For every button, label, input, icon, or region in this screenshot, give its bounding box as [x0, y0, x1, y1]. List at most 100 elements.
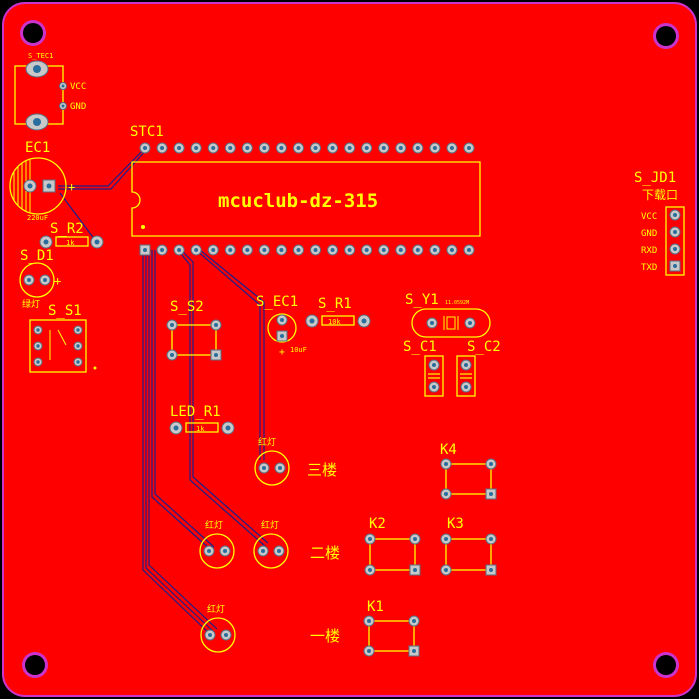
s-r2-value: 1k [66, 239, 75, 247]
s-d1-plus: + [54, 274, 61, 288]
led-r1-value: 1k [196, 425, 205, 433]
mcu-pin-hole [211, 146, 216, 150]
k2-label: K2 [369, 516, 386, 532]
ec1-capacitor: EC1 + 220uF [9, 140, 75, 222]
mcu-pin-hole [330, 146, 335, 150]
ec1-plus: + [68, 180, 75, 194]
mcu-pin-hole [347, 248, 352, 252]
s-tec1-connector: S_TEC1 VCC GND [14, 52, 86, 131]
s-ec1-plus: + [279, 347, 285, 358]
floor1-label: 一楼 [310, 627, 340, 645]
chip-label: mcuclub-dz-315 [218, 190, 378, 212]
mcu-pin-hole [279, 248, 284, 252]
led-floor1: 红灯 一楼 [200, 603, 340, 653]
led-floor3: 红灯 三楼 [254, 436, 337, 486]
mcu-pin-hole [228, 146, 233, 150]
stc1-mcu: STC1 mcuclub-dz-315 [130, 124, 481, 256]
mcu-pin-hole [330, 248, 335, 252]
s-jd1-header: S_JD1 下载口 VCC GND RXD TXD [634, 170, 685, 276]
mcu-pin-hole [398, 248, 403, 252]
s-c1-label: S_C1 [403, 339, 437, 355]
ec1-label: EC1 [25, 140, 50, 156]
mcu-pin-hole [194, 248, 199, 252]
mcu-pin-hole [194, 146, 199, 150]
jd-rxd-label: RXD [641, 246, 657, 256]
mcu-pin-hole [467, 146, 471, 150]
button-k2: K2 [364, 516, 421, 576]
s-jd1-label: S_JD1 [634, 170, 676, 186]
mcu-pin-hole [467, 248, 471, 252]
mcu-pin-hole [415, 248, 420, 252]
jd-txd-label: TXD [641, 263, 657, 273]
jd-gnd-label: GND [641, 229, 657, 239]
stc1-label: STC1 [130, 124, 164, 140]
s-s2-switch: S_S2 [166, 299, 222, 361]
s-c2-label: S_C2 [467, 339, 501, 355]
s-r1-value: 10k [328, 318, 341, 326]
ec1-value: 220uF [27, 214, 48, 222]
s-s1-label: S_S1 [48, 303, 82, 319]
s-s2-label: S_S2 [170, 299, 204, 315]
s-y1-label: S_Y1 [405, 292, 439, 308]
s-d1-led: S_D1 + 绿灯 [19, 248, 61, 310]
mcu-pin-hole [262, 146, 267, 150]
mcu-pin-hole [432, 248, 437, 252]
floor2-label: 二楼 [310, 544, 340, 562]
s-c2-capacitor: S_C2 [456, 339, 501, 397]
mcu-pin-hole [364, 146, 369, 150]
led-floor3-note: 红灯 [258, 436, 276, 448]
s-ec1-value: 10uF [290, 346, 307, 354]
s-tec1-gnd-label: GND [70, 102, 86, 112]
mcu-pin-hole [211, 248, 216, 252]
download-label: 下载口 [642, 188, 678, 202]
k4-label: K4 [440, 442, 457, 458]
mcu-pin-hole [177, 146, 182, 150]
mcu-pin-hole [313, 146, 318, 150]
s-s1-switch: S_S1 [29, 303, 97, 373]
led-floor2a-note: 红灯 [205, 519, 223, 531]
s-r2-resistor: S_R2 1k [39, 221, 104, 249]
mcu-pin-hole [449, 248, 454, 252]
button-k3: K3 [440, 516, 497, 576]
mcu-pin-hole [245, 146, 250, 150]
led-floor2-b: 红灯 二楼 [253, 519, 340, 569]
k1-label: K1 [367, 599, 384, 615]
mcu-pin-hole [143, 146, 147, 150]
s-r1-label: S_R1 [318, 296, 352, 312]
led-r1-resistor: LED_R1 1k [169, 404, 235, 435]
mcu-pin-hole [313, 248, 318, 252]
mcu-pin-hole [160, 146, 165, 150]
k3-label: K3 [447, 516, 464, 532]
s-ec1-capacitor: S_EC1 + 10uF [256, 294, 307, 358]
floor3-label: 三楼 [307, 461, 337, 479]
s-d1-note: 绿灯 [22, 298, 40, 310]
s-r2-label: S_R2 [50, 221, 84, 237]
s-r1-resistor: S_R1 10k [305, 296, 371, 328]
s-tec1-label: S_TEC1 [28, 52, 53, 60]
mcu-pin-hole [177, 248, 182, 252]
s-y1-crystal: S_Y1 11.0592M [405, 292, 491, 338]
mcu-pin-hole [279, 146, 284, 150]
button-k4: K4 [440, 442, 497, 500]
mcu-pin-hole [228, 248, 233, 252]
mcu-pin-hole [398, 146, 403, 150]
jd-vcc-label: VCC [641, 212, 657, 222]
s-d1-label: S_D1 [20, 248, 54, 264]
led-floor1-note: 红灯 [207, 603, 225, 615]
s-c1-capacitor: S_C1 [403, 339, 444, 397]
mcu-pin-hole [245, 248, 250, 252]
mcu-pin-hole [143, 248, 147, 252]
mounting-holes [20, 20, 679, 678]
button-k1: K1 [363, 599, 420, 657]
s-y1-value: 11.0592M [445, 300, 469, 306]
mcu-pin-hole [296, 248, 301, 252]
s-tec1-vcc-label: VCC [70, 82, 86, 92]
mcu-pin-hole [347, 146, 352, 150]
mcu-pin-hole [296, 146, 301, 150]
mcu-pin-hole [364, 248, 369, 252]
mcu-pin-hole [160, 248, 165, 252]
s-ec1-label: S_EC1 [256, 294, 298, 310]
led-floor2b-note: 红灯 [261, 519, 279, 531]
